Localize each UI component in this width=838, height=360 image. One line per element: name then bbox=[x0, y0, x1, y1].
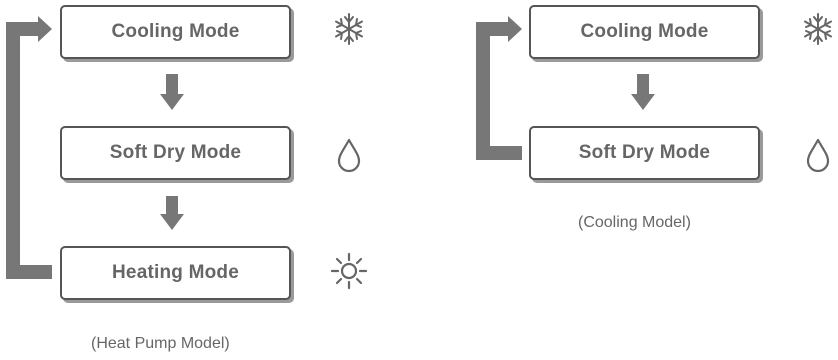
snowflake-icon bbox=[335, 13, 363, 45]
cooling-model-caption: (Cooling Model) bbox=[578, 214, 691, 231]
heat-pump-model-caption: (Heat Pump Model) bbox=[91, 335, 230, 352]
mode-label: Heating Mode bbox=[112, 262, 239, 283]
heat-pump-heating-mode-box: Heating Mode bbox=[60, 246, 291, 300]
down-arrow-heat-pump-2 bbox=[160, 196, 184, 230]
heat-pump-soft-dry-mode-box: Soft Dry Mode bbox=[60, 126, 291, 180]
water-drop-icon bbox=[806, 138, 830, 173]
water-drop-icon bbox=[337, 138, 361, 173]
cooling-model-cooling-mode-box: Cooling Mode bbox=[529, 5, 760, 59]
mode-label: Soft Dry Mode bbox=[109, 142, 242, 163]
snowflake-icon bbox=[804, 13, 832, 45]
mode-label: Soft Dry Mode bbox=[578, 142, 711, 163]
mode-label: Cooling Mode bbox=[580, 21, 709, 42]
sun-icon bbox=[330, 252, 368, 290]
loop-arrow-cooling-model bbox=[476, 16, 522, 160]
cooling-model-soft-dry-mode-box: Soft Dry Mode bbox=[529, 126, 760, 180]
down-arrow-heat-pump-1 bbox=[160, 74, 184, 110]
loop-arrow-heat-pump bbox=[6, 16, 52, 279]
heat-pump-cooling-mode-box: Cooling Mode bbox=[60, 5, 291, 59]
down-arrow-cooling-model bbox=[631, 74, 655, 110]
mode-label: Cooling Mode bbox=[111, 21, 240, 42]
